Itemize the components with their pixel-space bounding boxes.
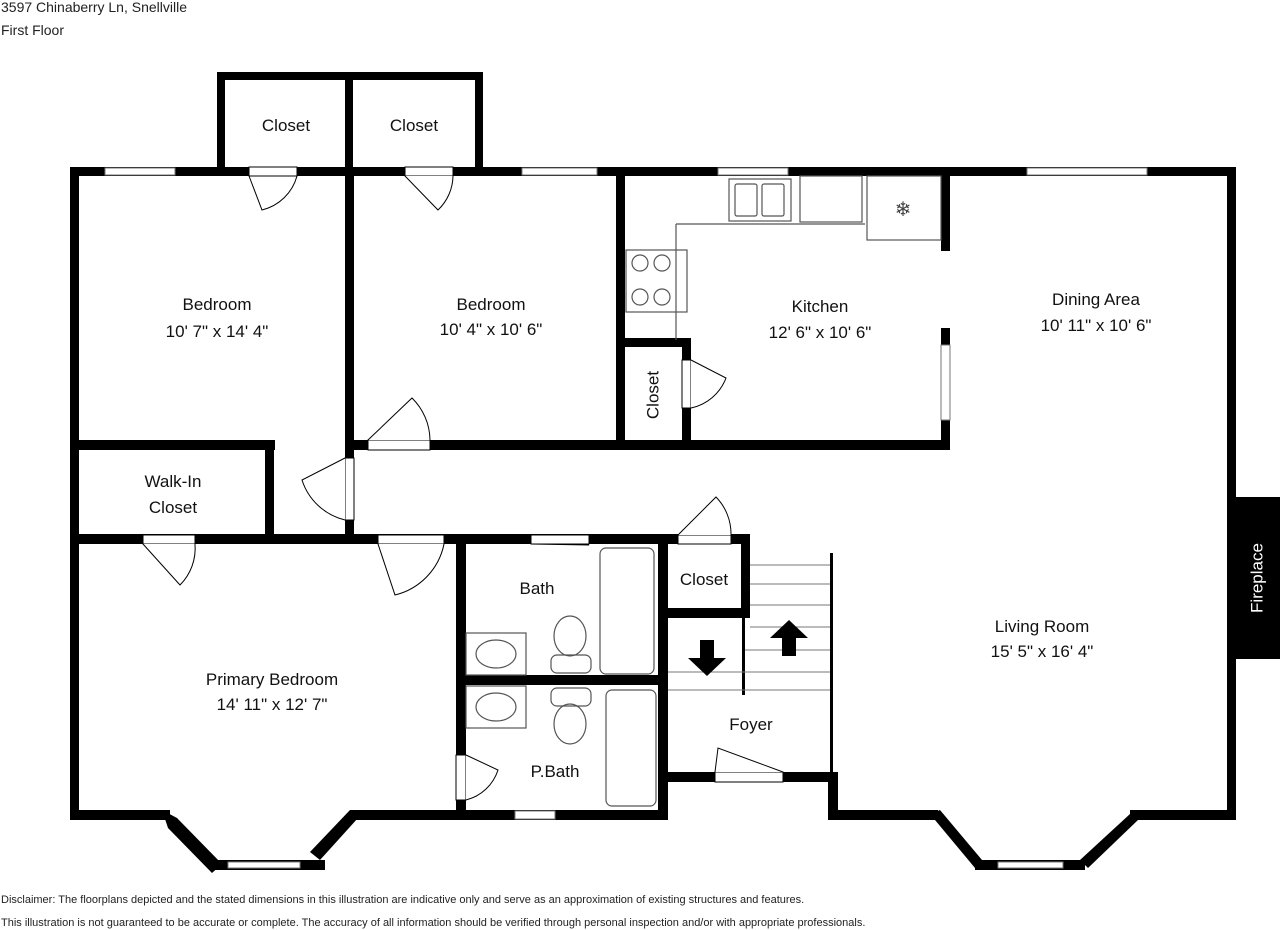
room-dims-bedroom-1: 10' 7" x 14' 4" — [166, 322, 269, 341]
room-dims-bedroom-2: 10' 4" x 10' 6" — [440, 320, 543, 339]
room-dims-kitchen: 12' 6" x 10' 6" — [769, 323, 872, 342]
room-name-closet-foyer: Closet — [680, 570, 728, 589]
doors — [142, 166, 784, 801]
room-name-primary-bedroom: Primary Bedroom — [206, 670, 338, 689]
stairs-up-arrow-icon — [770, 620, 808, 638]
room-name-walkin-line1: Walk-In — [145, 472, 202, 491]
room-name-closet-top-right: Closet — [390, 116, 438, 135]
address-title: 3597 Chinaberry Ln, Snellville — [1, 0, 187, 15]
room-name-foyer: Foyer — [729, 715, 773, 734]
windows — [104, 167, 1148, 869]
freezer-icon: ❄ — [895, 199, 912, 221]
room-name-pbath: P.Bath — [531, 762, 580, 781]
room-name-walkin-line2: Closet — [149, 498, 197, 517]
fireplace-label: Fireplace — [1247, 543, 1266, 613]
room-name-dining: Dining Area — [1052, 290, 1140, 309]
room-name-bath: Bath — [520, 579, 555, 598]
disclaimer-line-2: This illustration is not guaranteed to b… — [1, 917, 866, 929]
room-name-closet-top-left: Closet — [262, 116, 310, 135]
room-dims-living: 15' 5" x 16' 4" — [991, 642, 1094, 661]
stairs — [668, 564, 830, 691]
room-name-bedroom-1: Bedroom — [183, 295, 252, 314]
floor-label: First Floor — [1, 22, 64, 38]
stairs-down-arrow-icon — [688, 658, 726, 676]
disclaimer-line-1: Disclaimer: The floorplans depicted and … — [1, 894, 805, 906]
room-dims-dining: 10' 11" x 10' 6" — [1041, 316, 1152, 335]
room-name-kitchen: Kitchen — [792, 297, 849, 316]
bath-fixtures — [465, 547, 657, 807]
room-name-living: Living Room — [995, 617, 1090, 636]
room-name-bedroom-2: Bedroom — [457, 295, 526, 314]
room-name-closet-kitchen: Closet — [643, 371, 662, 419]
walls — [70, 72, 1280, 873]
room-dims-primary-bedroom: 14' 11" x 12' 7" — [217, 695, 328, 714]
kitchen-fixtures — [625, 175, 942, 340]
